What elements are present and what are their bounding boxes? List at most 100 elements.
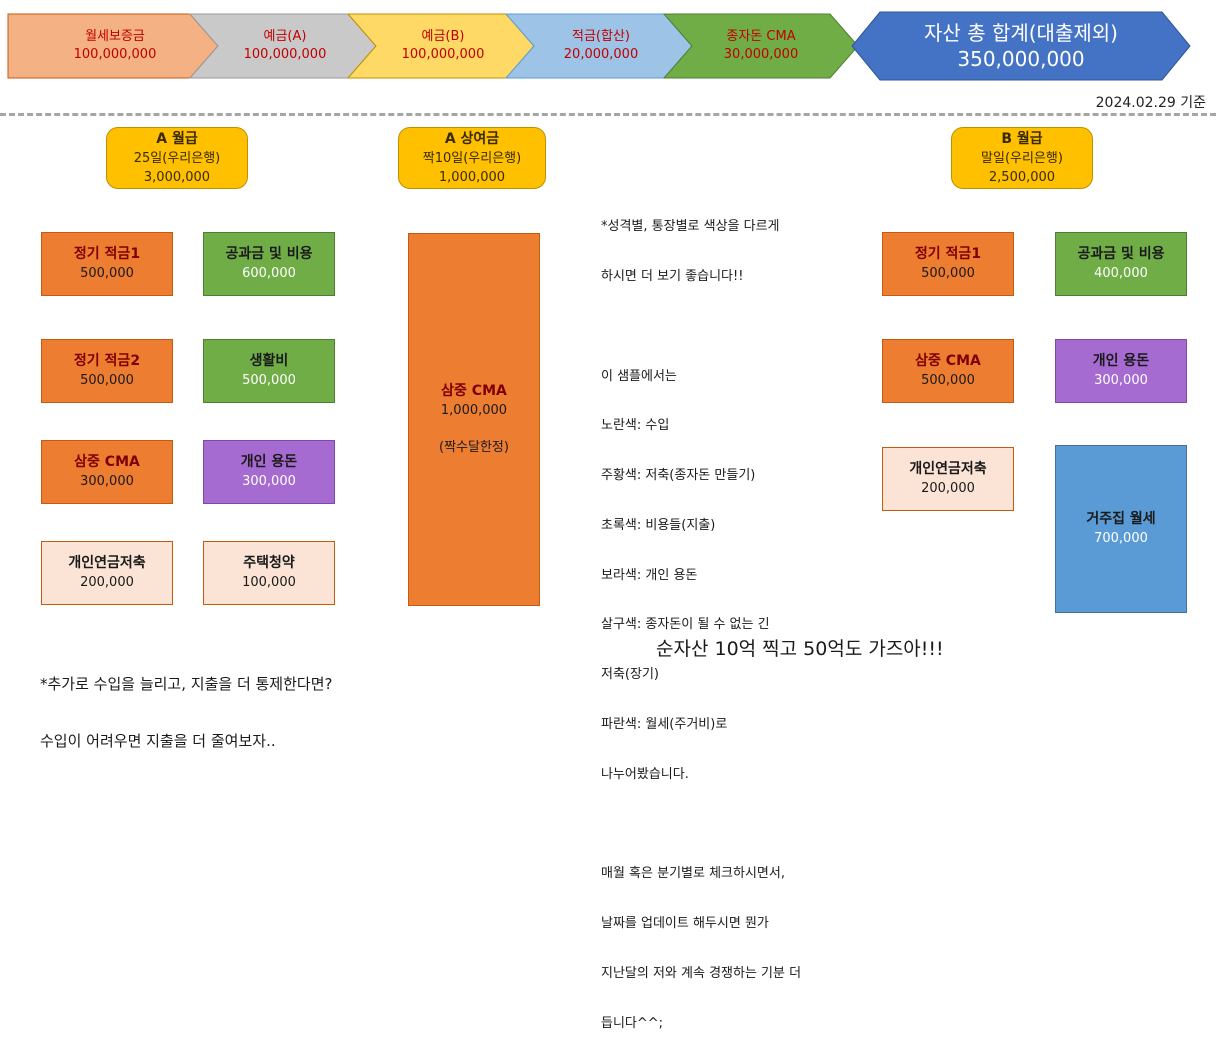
item-amount: 200,000 xyxy=(921,481,975,496)
item-title: 개인 용돈 xyxy=(240,454,298,470)
note-line: 살구색: 종자돈이 될 수 없는 긴 xyxy=(601,617,770,633)
slogan: 순자산 10억 찍고 50억도 가즈아!!! xyxy=(656,638,944,660)
income-date: 25일(우리은행) xyxy=(133,150,221,166)
item-title: 주택청약 xyxy=(243,555,295,571)
note-line: 파란색: 월세(주거비)로 xyxy=(601,717,728,732)
chevron-value: 100,000,000 xyxy=(401,47,485,62)
b-item-pension: 개인연금저축 200,000 xyxy=(882,447,1014,511)
income-amount: 1,000,000 xyxy=(438,169,506,185)
item-amount: 300,000 xyxy=(1094,373,1148,388)
a-item-allowance: 개인 용돈 300,000 xyxy=(203,440,335,504)
note-line xyxy=(601,319,801,336)
item-amount: 500,000 xyxy=(80,266,134,281)
item-amount: 1,000,000 xyxy=(440,403,508,418)
note-line: 초록색: 비용들(지출) xyxy=(601,517,716,533)
footer-note: *추가로 수입을 늘리고, 지출을 더 통제한다면? 수입이 어려우면 지출을 … xyxy=(40,637,332,770)
note-line xyxy=(601,817,801,834)
a-item-housing-subscription: 주택청약 100,000 xyxy=(203,541,335,605)
total-assets-label: 자산 총 합계(대출제외) 350,000,000 xyxy=(880,20,1162,72)
chevron-title: 종자돈 CMA xyxy=(726,29,796,44)
asset-flow-chevrons xyxy=(7,11,1191,81)
chevron-value: 100,000,000 xyxy=(73,47,157,62)
item-amount: 500,000 xyxy=(80,373,134,388)
chevron-label-savings-b: 예금(B) 100,000,000 xyxy=(368,28,518,64)
dashed-divider xyxy=(0,113,1216,116)
chevron-label-deposit: 월세보증금 100,000,000 xyxy=(40,28,190,64)
chevron-title: 월세보증금 xyxy=(85,29,145,44)
note-line: 노란색: 수입 xyxy=(601,418,670,434)
item-amount: 300,000 xyxy=(80,474,134,489)
income-a-bonus: A 상여금 짝10일(우리은행) 1,000,000 xyxy=(398,127,546,189)
note-line: 날짜를 업데이트 해두시면 뭔가 xyxy=(601,916,769,932)
item-title: 생활비 xyxy=(249,353,289,369)
note-line: *성격별, 통장별로 색상을 다르게 xyxy=(601,219,780,235)
total-title: 자산 총 합계(대출제외) xyxy=(924,21,1118,45)
chevron-cma xyxy=(662,13,859,79)
item-title: 공과금 및 비용 xyxy=(1077,246,1165,262)
chevron-label-installment: 적금(합산) 20,000,000 xyxy=(526,28,676,64)
item-title: 개인연금저축 xyxy=(68,555,146,571)
chevron-title: 예금(A) xyxy=(263,29,307,44)
a-item-cma: 삼중 CMA 300,000 xyxy=(41,440,173,504)
a-item-installment-1: 정기 적금1 500,000 xyxy=(41,232,173,296)
item-title: 개인 용돈 xyxy=(1092,353,1150,369)
footer-line: *추가로 수입을 늘리고, 지출을 더 통제한다면? xyxy=(40,675,333,693)
a-item-utilities: 공과금 및 비용 600,000 xyxy=(203,232,335,296)
item-title: 정기 적금2 xyxy=(73,353,141,369)
b-item-utilities: 공과금 및 비용 400,000 xyxy=(1055,232,1187,296)
b-item-rent: 거주집 월세 700,000 xyxy=(1055,445,1187,613)
item-title: 삼중 CMA xyxy=(441,383,507,399)
income-title: B 월급 xyxy=(1001,130,1043,147)
total-assets-shape xyxy=(851,11,1191,81)
a-item-installment-2: 정기 적금2 500,000 xyxy=(41,339,173,403)
item-amount: 400,000 xyxy=(1094,266,1148,281)
note-line: 주황색: 저축(종자돈 만들기) xyxy=(601,468,756,484)
income-b-salary: B 월급 말일(우리은행) 2,500,000 xyxy=(951,127,1093,189)
item-title: 정기 적금1 xyxy=(73,246,141,262)
item-amount: 500,000 xyxy=(242,373,296,388)
note-line: 듭니다^^; xyxy=(601,1015,664,1031)
b-item-cma: 삼중 CMA 500,000 xyxy=(882,339,1014,403)
color-guide-note: *성격별, 통장별로 색상을 다르게 하시면 더 보기 좋습니다!! 이 샘플에… xyxy=(601,186,801,1049)
item-amount: 600,000 xyxy=(242,266,296,281)
chevron-label-savings-a: 예금(A) 100,000,000 xyxy=(210,28,360,64)
income-a-salary: A 월급 25일(우리은행) 3,000,000 xyxy=(106,127,248,189)
chevron-label-cma: 종자돈 CMA 30,000,000 xyxy=(686,28,836,64)
b-item-allowance: 개인 용돈 300,000 xyxy=(1055,339,1187,403)
chevron-value: 20,000,000 xyxy=(563,47,639,62)
item-title: 공과금 및 비용 xyxy=(225,246,313,262)
a-item-living-expenses: 생활비 500,000 xyxy=(203,339,335,403)
a-item-pension: 개인연금저축 200,000 xyxy=(41,541,173,605)
item-title: 정기 적금1 xyxy=(914,246,982,262)
item-title: 삼중 CMA xyxy=(915,353,981,369)
item-title: 거주집 월세 xyxy=(1086,511,1156,527)
reference-date: 2024.02.29 기준 xyxy=(1095,95,1206,111)
note-line: 보라색: 개인 용돈 xyxy=(601,567,698,583)
item-amount: 500,000 xyxy=(921,266,975,281)
b-item-installment-1: 정기 적금1 500,000 xyxy=(882,232,1014,296)
item-amount: 700,000 xyxy=(1094,531,1148,546)
note-line: 이 샘플에서는 xyxy=(601,368,677,384)
item-note: (짝수달한정) xyxy=(439,440,509,455)
chevron-title: 적금(합산) xyxy=(572,29,630,44)
income-amount: 3,000,000 xyxy=(143,169,211,185)
footer-line: 수입이 어려우면 지출을 더 줄여보자.. xyxy=(40,732,276,750)
total-value: 350,000,000 xyxy=(957,47,1085,71)
item-amount: 200,000 xyxy=(80,575,134,590)
item-amount: 300,000 xyxy=(242,474,296,489)
note-line: 저축(장기) xyxy=(601,667,659,683)
note-line: 나누어봤습니다. xyxy=(601,766,689,782)
item-title: 삼중 CMA xyxy=(74,454,140,470)
income-date: 짝10일(우리은행) xyxy=(422,150,522,166)
income-title: A 월급 xyxy=(156,130,198,147)
income-amount: 2,500,000 xyxy=(988,169,1056,185)
chevron-title: 예금(B) xyxy=(421,29,465,44)
note-line: 하시면 더 보기 좋습니다!! xyxy=(601,268,744,284)
income-date: 말일(우리은행) xyxy=(981,150,1063,166)
note-line: 지난달의 저와 계속 경쟁하는 기분 더 xyxy=(601,965,802,981)
item-amount: 100,000 xyxy=(242,575,296,590)
note-line: 매월 혹은 분기별로 체크하시면서, xyxy=(601,866,785,882)
chevron-value: 30,000,000 xyxy=(723,47,799,62)
chevron-value: 100,000,000 xyxy=(243,47,327,62)
item-title: 개인연금저축 xyxy=(909,461,987,477)
